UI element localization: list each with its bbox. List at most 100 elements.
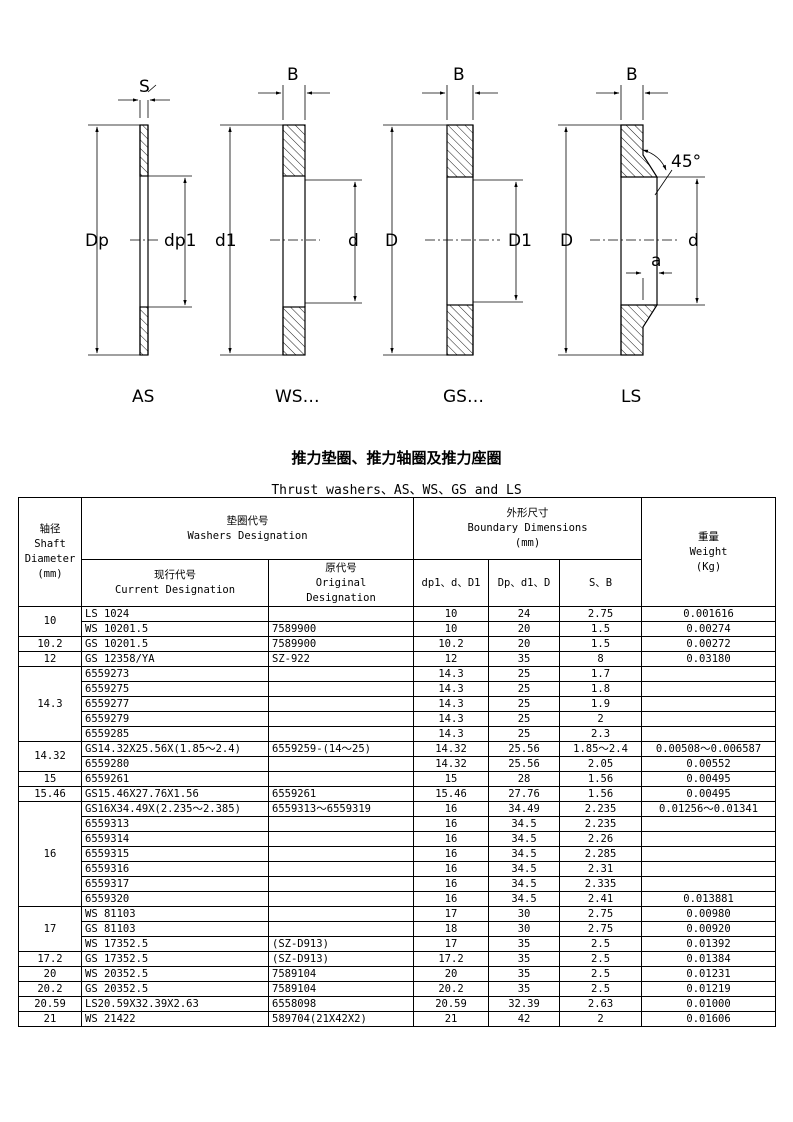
- cell-thickness: 2.26: [559, 831, 643, 847]
- cell-outer-diameter: 34.49: [488, 801, 561, 817]
- cell-inner-diameter: 12: [413, 651, 490, 667]
- cell-weight: [641, 861, 777, 877]
- cell-outer-diameter: 25.56: [488, 756, 561, 772]
- cell-original-designation: [267, 891, 415, 907]
- cell-inner-diameter: 14.3: [413, 696, 490, 712]
- cell-outer-diameter: 20: [488, 621, 561, 637]
- cell-outer-diameter: 30: [488, 906, 561, 922]
- cell-inner-diameter: 16: [413, 816, 490, 832]
- dim-b-label-ws: B: [287, 65, 299, 85]
- cell-current-designation: 6559285: [81, 726, 269, 742]
- cell-inner-diameter: 15: [413, 771, 490, 787]
- cell-weight: 0.001616: [641, 606, 777, 622]
- cell-shaft-diameter: 12: [18, 651, 82, 667]
- table-title-chinese: 推力垫圈、推力轴圈及推力座圈: [291, 449, 502, 467]
- cell-current-designation: 6559279: [81, 711, 269, 727]
- cell-current-designation: 6559313: [81, 816, 269, 832]
- cell-shaft-diameter: 16: [18, 801, 82, 907]
- cell-weight: [641, 876, 777, 892]
- cell-inner-diameter: 16: [413, 831, 490, 847]
- cell-inner-diameter: 14.32: [413, 741, 490, 757]
- cell-weight: 0.01392: [641, 936, 777, 952]
- cell-thickness: 1.5: [559, 636, 643, 652]
- cell-current-designation: GS14.32X25.56X(1.85～2.4): [81, 741, 269, 757]
- cell-original-designation: 6559259-(14～25): [267, 741, 415, 757]
- gs-washer-figure: [383, 85, 523, 356]
- header-outer-diameter: Dp、d1、D: [488, 559, 561, 607]
- cell-weight: [641, 831, 777, 847]
- cell-original-designation: 589704(21X42X2): [267, 1011, 415, 1027]
- cell-shaft-diameter: 14.3: [18, 666, 82, 742]
- cell-inner-diameter: 14.3: [413, 681, 490, 697]
- cell-outer-diameter: 20: [488, 636, 561, 652]
- cell-current-designation: 6559315: [81, 846, 269, 862]
- cell-outer-diameter: 25: [488, 681, 561, 697]
- cell-current-designation: 6559314: [81, 831, 269, 847]
- cell-original-designation: [267, 861, 415, 877]
- cell-thickness: 1.85～2.4: [559, 741, 643, 757]
- cell-weight: 0.01256～0.01341: [641, 801, 777, 817]
- cell-original-designation: [267, 831, 415, 847]
- cell-current-designation: GS15.46X27.76X1.56: [81, 786, 269, 802]
- cell-current-designation: GS16X34.49X(2.235～2.385): [81, 801, 269, 817]
- cell-thickness: 2: [559, 1011, 643, 1027]
- figure-name-ws: WS…: [275, 387, 320, 407]
- cell-original-designation: [267, 906, 415, 922]
- cell-current-designation: GS 81103: [81, 921, 269, 937]
- cell-shaft-diameter: 10: [18, 606, 82, 637]
- cell-inner-diameter: 20: [413, 966, 490, 982]
- cell-weight: 0.00508～0.006587: [641, 741, 777, 757]
- cell-thickness: 2: [559, 711, 643, 727]
- cell-current-designation: GS 17352.5: [81, 951, 269, 967]
- cell-weight: 0.03180: [641, 651, 777, 667]
- cell-thickness: 1.56: [559, 771, 643, 787]
- cell-outer-diameter: 34.5: [488, 876, 561, 892]
- cell-outer-diameter: 34.5: [488, 816, 561, 832]
- cell-current-designation: 6559320: [81, 891, 269, 907]
- cell-thickness: 2.235: [559, 816, 643, 832]
- cell-outer-diameter: 25: [488, 696, 561, 712]
- cell-outer-diameter: 30: [488, 921, 561, 937]
- cell-weight: [641, 846, 777, 862]
- figure-name-ls: LS: [621, 387, 641, 407]
- cell-thickness: 2.3: [559, 726, 643, 742]
- cell-current-designation: 6559277: [81, 696, 269, 712]
- cell-thickness: 2.5: [559, 936, 643, 952]
- cell-inner-diameter: 14.3: [413, 711, 490, 727]
- cell-weight: 0.01219: [641, 981, 777, 997]
- cell-weight: 0.00272: [641, 636, 777, 652]
- cell-weight: 0.00552: [641, 756, 777, 772]
- cell-current-designation: WS 81103: [81, 906, 269, 922]
- cell-weight: [641, 726, 777, 742]
- ws-washer-figure: [220, 85, 362, 356]
- cell-shaft-diameter: 20.2: [18, 981, 82, 997]
- cell-shaft-diameter: 20.59: [18, 996, 82, 1012]
- cell-original-designation: 7589104: [267, 966, 415, 982]
- cell-thickness: 1.8: [559, 681, 643, 697]
- cell-weight: 0.00274: [641, 621, 777, 637]
- cell-original-designation: [267, 921, 415, 937]
- cell-thickness: 8: [559, 651, 643, 667]
- cell-thickness: 2.285: [559, 846, 643, 862]
- cell-shaft-diameter: 20: [18, 966, 82, 982]
- cell-inner-diameter: 10: [413, 606, 490, 622]
- cell-original-designation: [267, 606, 415, 622]
- cell-outer-diameter: 32.39: [488, 996, 561, 1012]
- cell-current-designation: 6559316: [81, 861, 269, 877]
- dp1-label: dp1: [164, 231, 196, 251]
